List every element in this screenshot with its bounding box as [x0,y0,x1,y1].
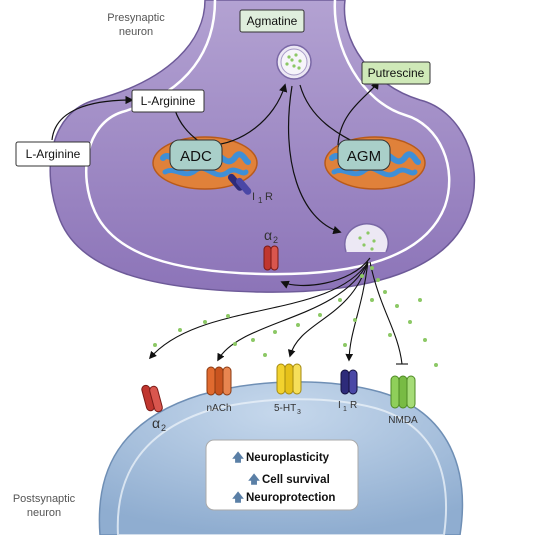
effect-cell-survival: Cell survival [262,474,330,486]
postsynaptic-label-line2: neuron [27,507,61,519]
l-arginine-outer-box: L-Arginine [15,141,91,167]
up-arrow-icon: 🡅 [232,450,245,464]
nach-receptor [206,366,232,396]
nach-label: nACh [206,403,231,414]
i1r-postsynaptic-label: I 1 R [338,400,357,413]
release-vesicle [344,223,389,253]
svg-text:1: 1 [258,196,263,205]
svg-text:I: I [338,400,341,411]
presynaptic-label-line1: Presynaptic [107,12,165,24]
up-arrow-icon: 🡅 [232,490,245,504]
l-arginine-inner-label: L-Arginine [141,94,196,108]
l-arginine-outer-label: L-Arginine [26,147,81,161]
svg-text:R: R [265,191,273,203]
i1-receptor-presynaptic [227,173,252,195]
svg-text:1: 1 [343,406,347,413]
5ht3-receptor [276,363,302,395]
svg-text:I: I [252,191,255,203]
svg-text:3: 3 [297,409,301,416]
putrescine-label: Putrescine [368,66,425,80]
effect-neuroplasticity: Neuroplasticity [246,452,330,464]
alpha2-receptor-postsynaptic [141,384,163,413]
agmatine-label: Agmatine [247,14,298,28]
alpha2-presynaptic-label: α 2 [264,227,278,245]
svg-text:5-HT: 5-HT [274,403,296,414]
postsynaptic-label-line1: Postsynaptic [13,493,76,505]
agmatine-box: Agmatine [239,9,305,33]
l-arginine-inner-box: L-Arginine [131,89,205,113]
release-arrows [148,261,408,365]
i1-receptor-postsynaptic [340,369,358,395]
effect-row: 🡅 Cell survival [248,472,330,486]
alpha2-postsynaptic-label: α 2 [152,415,166,433]
svg-text:2: 2 [161,423,166,433]
alpha2-receptor-presynaptic [263,245,279,271]
released-agmatine-dots [153,266,438,367]
putrescine-box: Putrescine [361,61,431,85]
nmda-receptor [390,375,416,409]
nmda-label: NMDA [388,415,418,426]
effects-box: 🡅 Neuroplasticity 🡅 Cell survival 🡅 Neur… [205,439,359,511]
svg-text:α: α [264,227,272,243]
svg-text:α: α [152,415,160,431]
agmatine-vesicle-top [276,44,312,80]
adc-enzyme: ADC [169,139,223,171]
adc-label: ADC [180,148,212,165]
i1r-presynaptic-label: I 1 R [252,191,273,205]
svg-text:R: R [350,400,357,411]
effect-row: 🡅 Neuroprotection [232,490,335,504]
effect-row: 🡅 Neuroplasticity [232,450,330,464]
5ht3-label: 5-HT 3 [274,403,301,416]
agm-label: AGM [347,148,381,165]
up-arrow-icon: 🡅 [248,472,261,486]
presynaptic-label-line2: neuron [119,26,153,38]
svg-text:2: 2 [273,235,278,245]
agm-enzyme: AGM [337,139,391,171]
effect-neuroprotection: Neuroprotection [246,492,335,504]
